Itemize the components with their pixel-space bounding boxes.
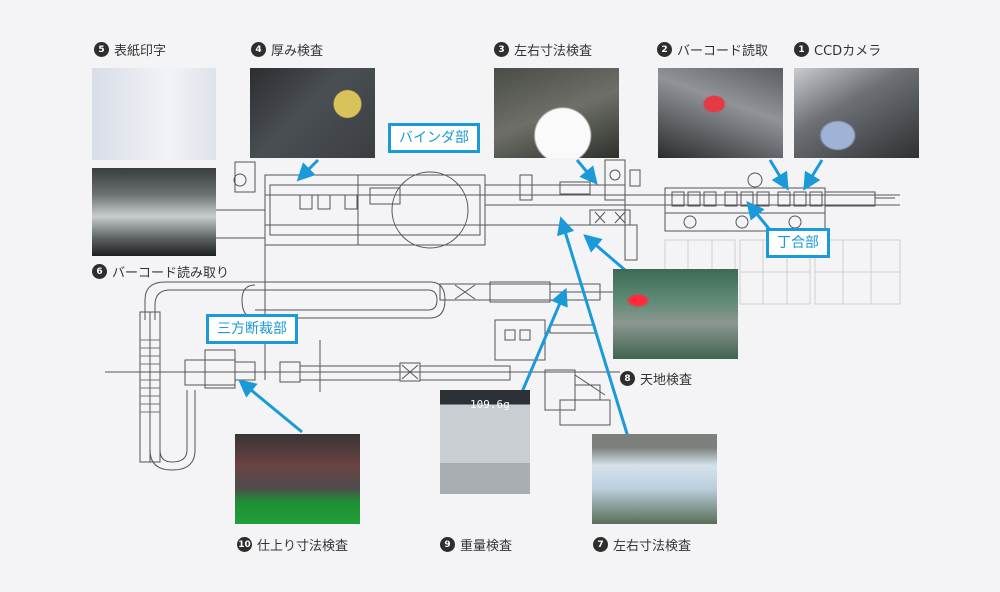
number-badge: 6 [92,264,107,279]
number-badge: 7 [593,537,608,552]
inspection-name: バーコード読み取り [112,266,230,281]
arrow-barcode-2 [768,159,789,191]
inspection-name: 左右寸法検査 [514,44,593,59]
number-badge: 9 [440,537,455,552]
inspection-name: 表紙印字 [114,44,167,59]
binder-drum [391,171,469,249]
number-badge: 8 [620,371,635,386]
section-binder: バインダ部 [388,123,480,153]
inspection-name: 仕上り寸法検査 [257,539,349,554]
arrow-tenchi-8 [583,234,626,272]
inspection-label-7: 7 左右寸法検査 [593,535,691,554]
arrow-weight-9 [520,287,568,393]
inspection-label-3: 3 左右寸法検査 [494,40,592,59]
inspection-label-4: 4 厚み検査 [251,40,323,59]
number-badge: 5 [94,42,109,57]
inspection-label-6: 6 バーコード読み取り [92,262,229,281]
photo-top-bottom-inspection [613,269,738,359]
weight-readout: 109.6g [470,398,510,411]
number-badge: 3 [494,42,509,57]
arrow-lr-3 [575,159,598,185]
inspection-label-8: 8 天地検査 [620,369,692,388]
photo-cover-print [92,68,216,160]
inspection-label-9: 9 重量検査 [440,535,512,554]
photo-lr-dimension-3 [494,68,619,158]
section-gathering: 丁合部 [766,228,830,258]
number-badge: 2 [657,42,672,57]
photo-lr-dimension-7 [592,434,717,524]
photo-ccd-camera [794,68,919,158]
inspection-label-2: 2 バーコード読取 [657,40,768,59]
inspection-label-10: 10 仕上り寸法検査 [237,535,348,554]
inspection-label-5: 5 表紙印字 [94,40,166,59]
inspection-label-1: 1 CCDカメラ [794,40,881,59]
arrow-lr-7 [557,216,630,438]
inspection-name: CCDカメラ [814,44,882,59]
inspection-name: 左右寸法検査 [613,539,692,554]
photo-barcode-reader-6 [92,168,216,256]
photo-weight-checker: 109.6g [440,390,530,494]
arrow-finish-10 [238,379,303,434]
arrow-gathering [746,201,772,231]
inspection-name: 天地検査 [640,373,693,388]
section-trimmer: 三方断裁部 [206,314,298,344]
arrow-thickness [296,158,320,182]
photo-thickness-inspection [250,68,375,158]
inspection-name: バーコード読取 [677,44,769,59]
number-badge: 4 [251,42,266,57]
inspection-name: 重量検査 [460,539,513,554]
number-badge: 1 [794,42,809,57]
number-badge: 10 [237,537,252,552]
arrow-ccd-1 [803,159,824,191]
photo-finished-size [235,434,360,524]
inspection-name: 厚み検査 [271,44,324,59]
photo-barcode-reader-2 [658,68,783,158]
